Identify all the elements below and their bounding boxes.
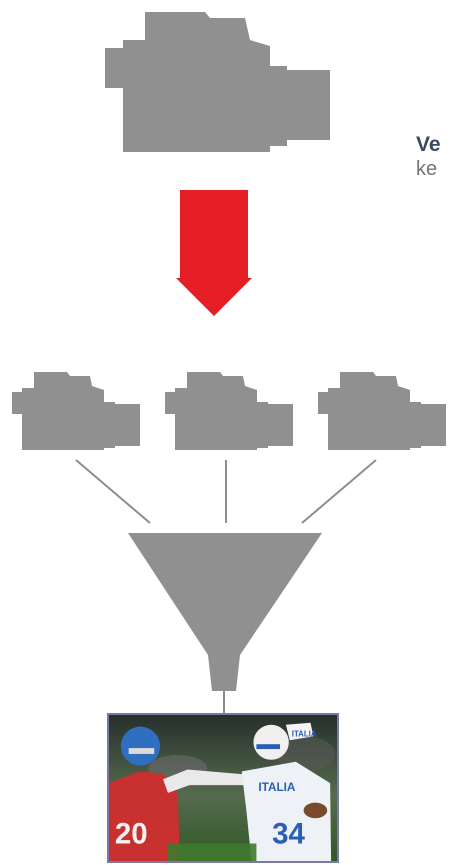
down-arrow-icon — [176, 190, 252, 316]
football-photo: 20 ITALIA ITALIA 34 — [107, 713, 339, 863]
jersey-number-right: 34 — [272, 818, 305, 851]
arrow-shape — [176, 190, 252, 316]
player-left — [109, 771, 180, 861]
camera-body — [165, 372, 293, 450]
funnel-diagram — [75, 459, 377, 713]
camera-right-icon — [318, 372, 446, 450]
camera-body — [318, 372, 446, 450]
caption-title: Ve — [416, 133, 441, 156]
football — [303, 802, 328, 819]
caption-subtitle: ke — [416, 158, 438, 181]
caption-snippet: Ve ke — [416, 132, 452, 181]
connector-line-left — [75, 459, 151, 524]
player-right — [241, 761, 332, 861]
camera-body — [12, 372, 140, 450]
camera-body — [105, 12, 330, 152]
funnel-icon — [128, 533, 322, 691]
helmet-right — [253, 724, 289, 760]
jersey-number-left: 20 — [115, 818, 148, 851]
helmet-text: ITALIA — [292, 729, 317, 738]
photo-scene: 20 ITALIA ITALIA 34 — [109, 715, 337, 861]
jersey-team-text: ITALIA — [258, 781, 296, 794]
connector-line-right — [301, 459, 377, 524]
camera-center-icon — [165, 372, 293, 450]
main-camera-icon — [105, 12, 330, 152]
helmet-left — [120, 726, 161, 766]
camera-left-icon — [12, 372, 140, 450]
